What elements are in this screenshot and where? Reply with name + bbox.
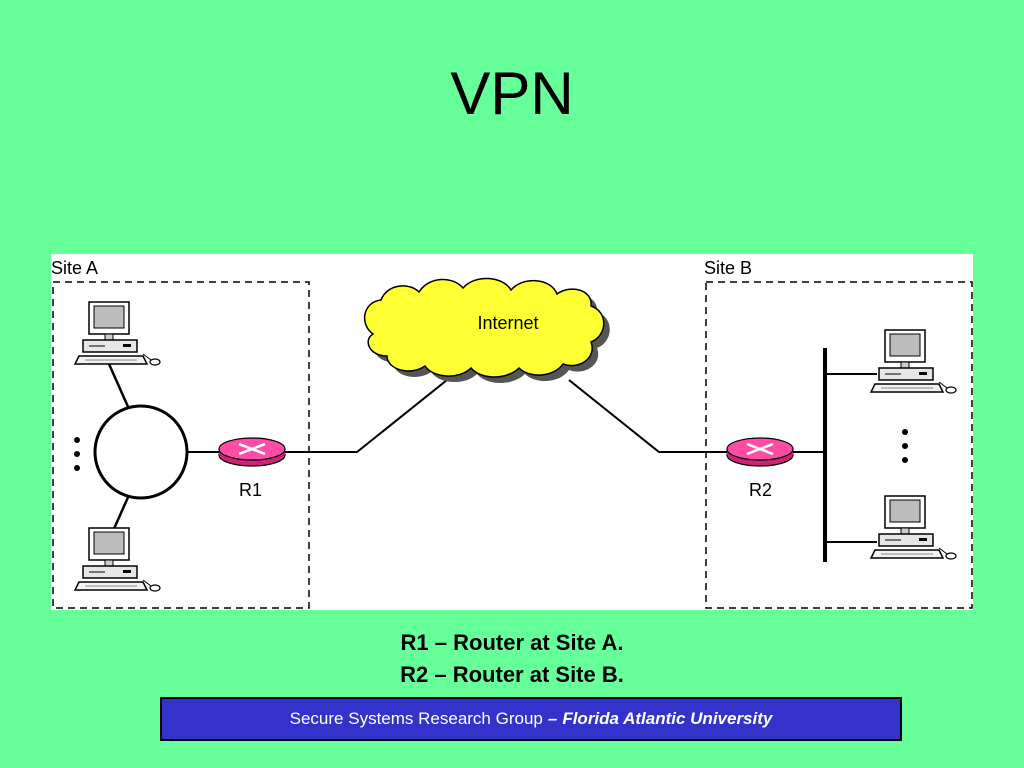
site-b-boundary xyxy=(705,281,973,609)
ellipsis-dots xyxy=(74,437,80,471)
footer-bar: Secure Systems Research Group – Florida … xyxy=(160,697,902,741)
computer-icon xyxy=(74,301,161,366)
site-a-boundary xyxy=(52,281,310,609)
footer-separator: – xyxy=(547,709,558,728)
router-icon xyxy=(725,436,795,468)
link-r1-internet xyxy=(285,379,448,453)
router-1-label: R1 xyxy=(239,480,262,500)
router-icon xyxy=(217,436,287,468)
vpn-diagram: Site A Site B R1 R2 Internet xyxy=(51,254,973,610)
link-internet-r2 xyxy=(568,379,727,453)
computer-icon xyxy=(870,329,957,394)
footer-university: Florida Atlantic University xyxy=(562,709,773,728)
caption-r1: R1 – Router at Site A. xyxy=(400,630,624,655)
site-a-label: Site A xyxy=(51,258,98,278)
site-b-label: Site B xyxy=(704,258,752,278)
computer-icon xyxy=(74,527,161,592)
cloud-icon xyxy=(363,277,610,383)
computer-icon xyxy=(870,495,957,560)
slide-title: VPN xyxy=(450,60,574,127)
internet-label: Internet xyxy=(477,313,538,333)
ring-network xyxy=(93,404,189,500)
footer-group: Secure Systems Research Group xyxy=(289,709,543,728)
link-pc-a1-ring xyxy=(107,363,131,410)
caption-r2: R2 – Router at Site B. xyxy=(400,662,624,687)
vpn-diagram-svg: Site A Site B R1 R2 Internet xyxy=(51,258,973,609)
ellipsis-dots xyxy=(902,429,908,463)
router-2-label: R2 xyxy=(749,480,772,500)
